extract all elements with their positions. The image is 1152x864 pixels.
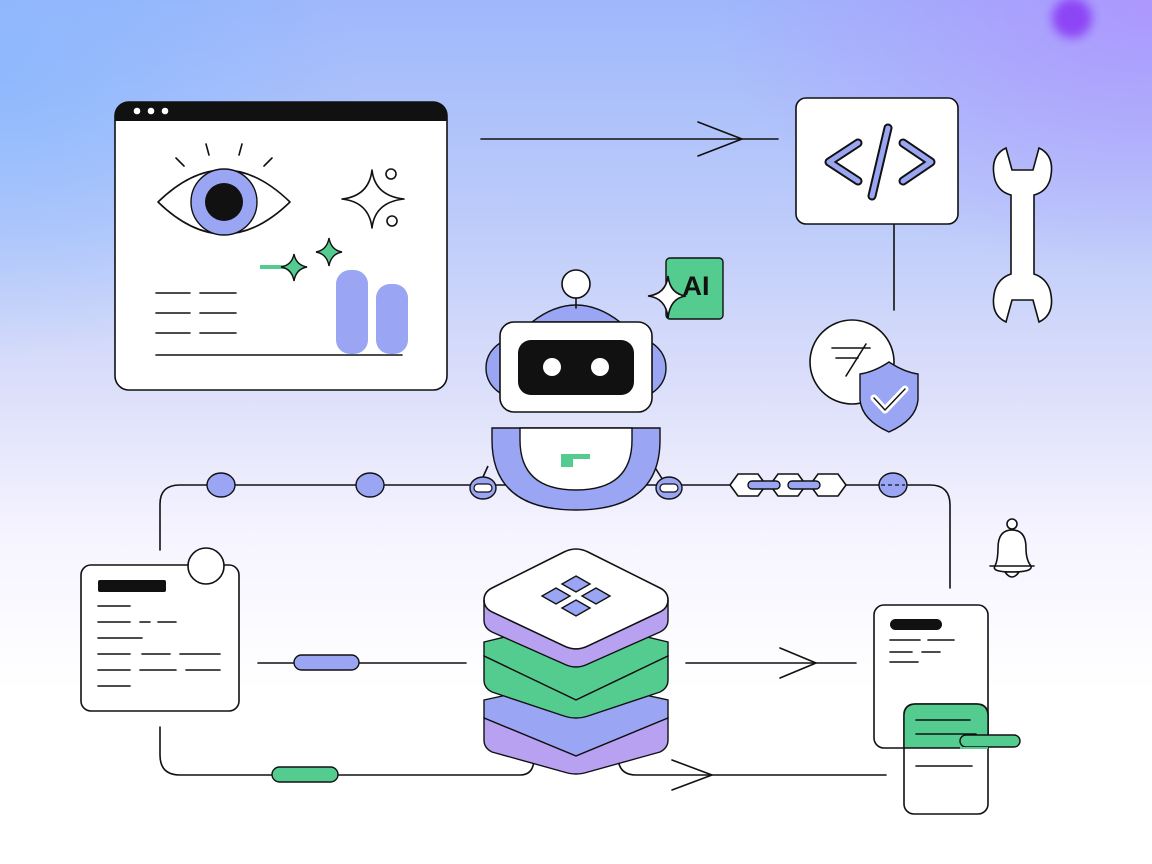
browser-window: [114, 101, 448, 391]
compass-tool-icon: [831, 343, 871, 377]
robot-head-cap: [529, 304, 623, 323]
sparkle-icon: [647, 275, 687, 319]
wrench-icon: [992, 146, 1053, 324]
database-stack-icon: [483, 548, 669, 775]
message-card: [903, 703, 1021, 815]
window-dot-icon: [133, 107, 141, 115]
glow-orb: [1052, 0, 1092, 38]
code-icon: [824, 123, 936, 201]
eye-icon: [157, 143, 291, 236]
ai-badge-label: AI: [683, 271, 710, 301]
robot-chest-mark: [561, 454, 590, 467]
ai-badge: AI: [647, 257, 724, 320]
track-beads: [206, 472, 908, 498]
robot-eye: [591, 358, 609, 376]
bell-icon: [989, 518, 1035, 578]
shield-check-icon: [859, 361, 919, 433]
text-lines: [155, 292, 403, 356]
document-card: [80, 547, 240, 712]
robot-visor: [518, 340, 634, 395]
connector-lines: [159, 121, 951, 791]
chain-link-icon: [729, 473, 847, 497]
security-badge: [809, 319, 919, 433]
bar-chart-icon: [336, 270, 408, 354]
robot-eye: [543, 358, 561, 376]
window-dot-icon: [161, 107, 169, 115]
green-sparkle-icon: [260, 237, 343, 282]
code-window: [795, 97, 959, 225]
connector-pill: [271, 766, 339, 783]
window-dot-icon: [147, 107, 155, 115]
robot-assistant: [469, 269, 683, 511]
connector-pill: [293, 654, 360, 671]
sparkle-icon: [341, 168, 405, 229]
robot-antenna: [561, 269, 591, 299]
